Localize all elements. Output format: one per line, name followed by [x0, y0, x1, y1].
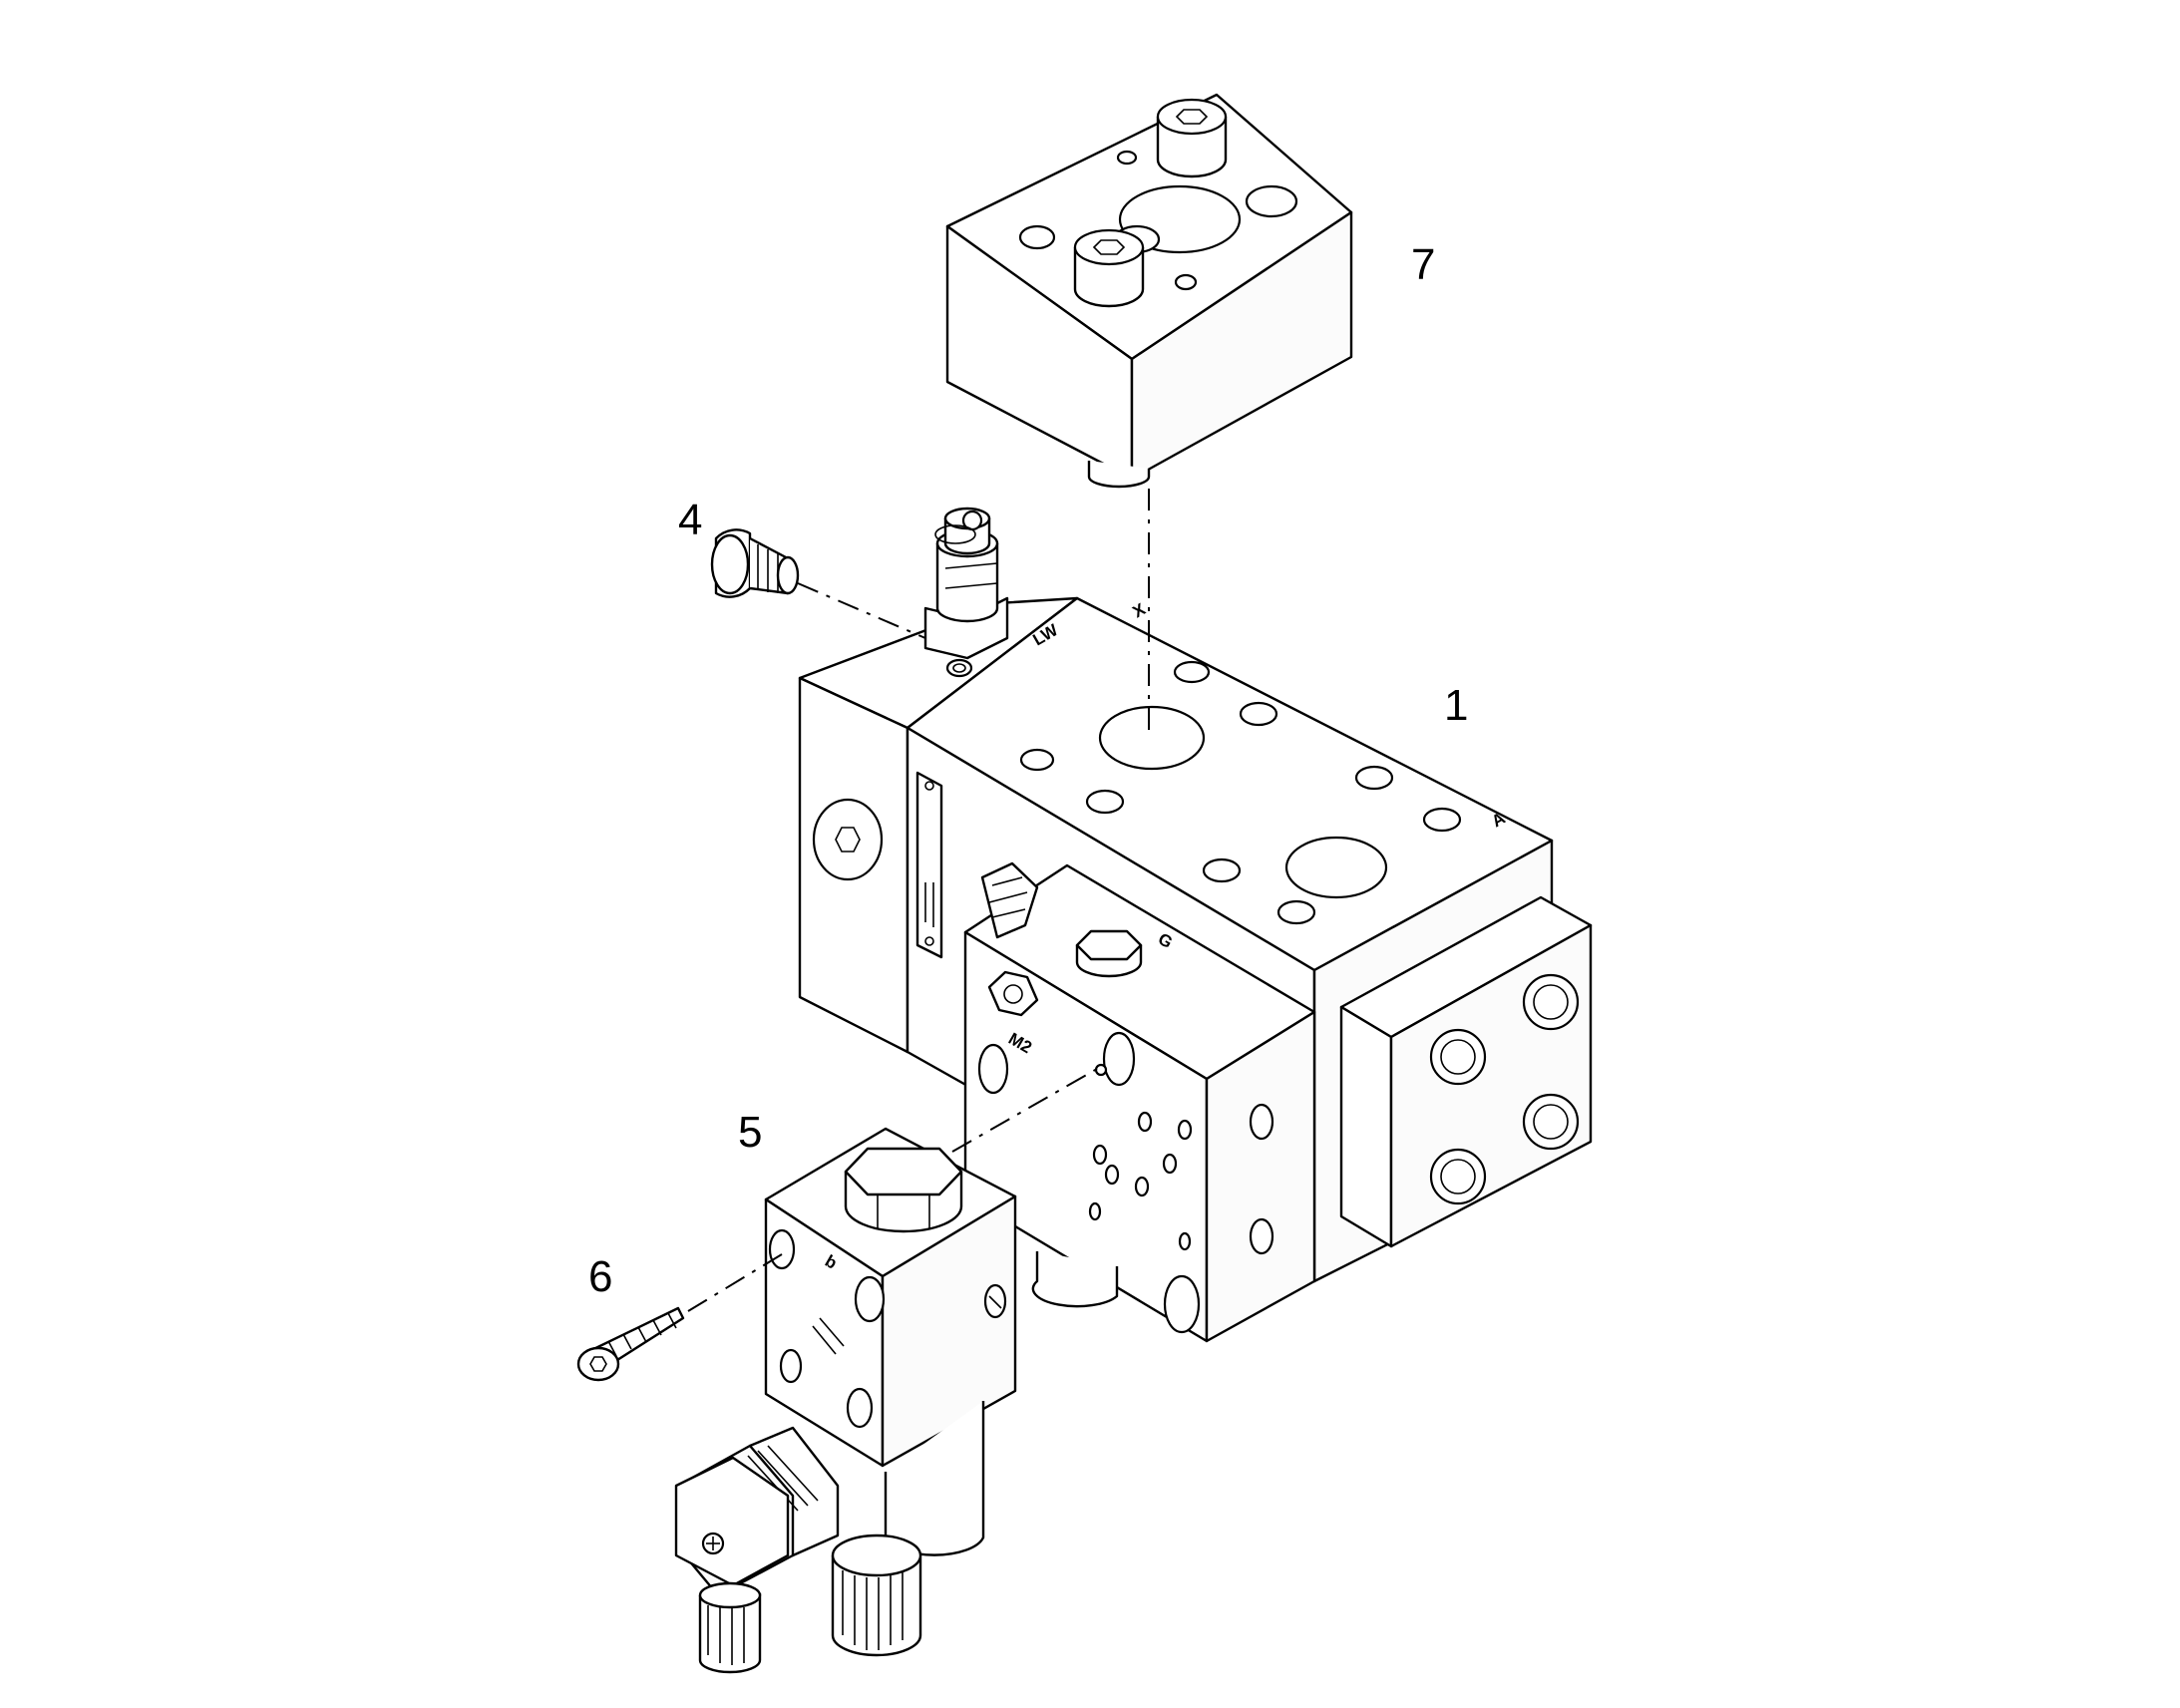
- callout-5: 5: [738, 1108, 762, 1157]
- part-7-cover-block: [945, 93, 1353, 489]
- right-end-block: [1339, 895, 1593, 1248]
- cover-bolt-head-lower: [1073, 228, 1145, 308]
- sub-block-hex-bolt-top: [1075, 929, 1143, 978]
- part-4-plug: [710, 528, 800, 598]
- callout-1: 1: [1444, 681, 1468, 730]
- valve-connector-plug: [674, 1426, 840, 1674]
- test-point-fitting: [923, 507, 1009, 660]
- stamp-x: X: [1130, 599, 1150, 621]
- name-plate: [915, 771, 943, 959]
- front-sub-block: [963, 861, 1316, 1343]
- exploded-view-centerlines: [687, 489, 1150, 1312]
- callout-6: 6: [588, 1252, 612, 1301]
- part-1-manifold-body: [798, 596, 1593, 1343]
- end-cap-socket-screw: [812, 798, 884, 881]
- cover-bolt-head-upper: [1156, 98, 1228, 178]
- centerline-item-5: [951, 1068, 1098, 1153]
- callout-labels: 1 4 5 6 7: [588, 240, 1468, 1301]
- sub-block-hex-bolt-side: [987, 970, 1039, 1017]
- valve-top-hex-plug: [844, 1147, 963, 1233]
- centerline-item-6: [687, 1253, 783, 1312]
- callout-7: 7: [1411, 240, 1435, 289]
- callout-4: 4: [678, 496, 702, 544]
- part-5-directional-valve: [674, 1127, 1017, 1674]
- part-6-cap-screw: [576, 1306, 685, 1382]
- centerline-item-4: [797, 582, 926, 639]
